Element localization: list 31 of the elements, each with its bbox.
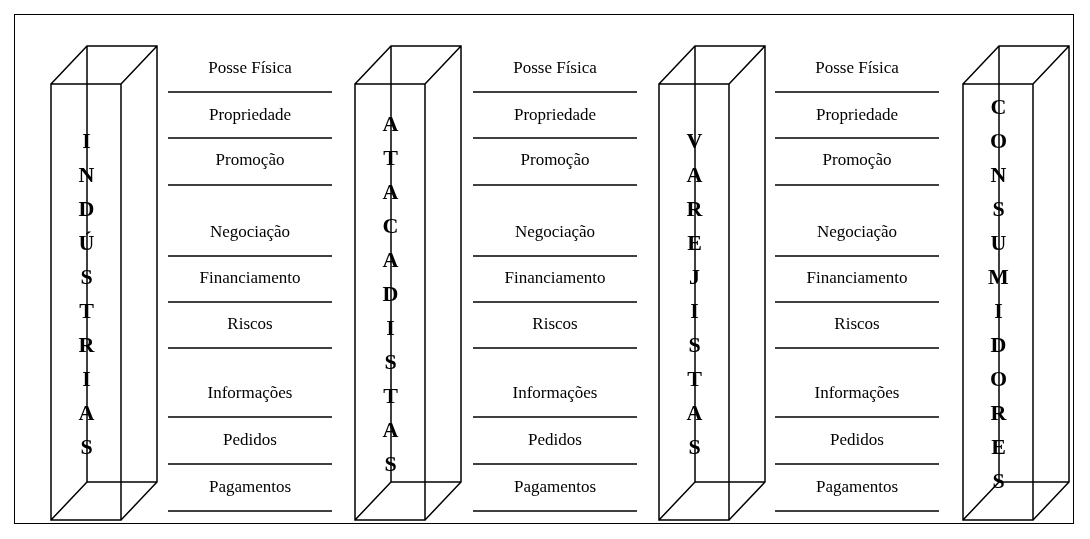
- flow-label: Posse Física: [815, 58, 899, 78]
- flow-label: Pagamentos: [208, 477, 292, 497]
- flow-label: Financiamento: [504, 268, 606, 288]
- flow-label: Riscos: [227, 314, 273, 334]
- flow-label: Pedidos: [528, 430, 582, 450]
- flow-label: Posse Física: [208, 58, 292, 78]
- flow-label: Financiamento: [806, 268, 908, 288]
- flow-label: Pedidos: [223, 430, 277, 450]
- flow-label: Propriedade: [208, 105, 292, 125]
- flow-label: Promoção: [822, 150, 892, 170]
- flow-label: Riscos: [532, 314, 578, 334]
- flow-label: Negociação: [209, 222, 291, 242]
- flow-label: Pagamentos: [513, 477, 597, 497]
- flow-label: Pedidos: [830, 430, 884, 450]
- flow-label: Propriedade: [513, 105, 597, 125]
- flow-label: Posse Física: [513, 58, 597, 78]
- flow-label: Propriedade: [815, 105, 899, 125]
- flow-label: Informações: [207, 383, 293, 403]
- flow-label: Negociação: [514, 222, 596, 242]
- flow-label: Promoção: [520, 150, 590, 170]
- column-title: INDÚSTRIAS: [75, 128, 97, 468]
- flow-label: Promoção: [215, 150, 285, 170]
- flow-label: Financiamento: [199, 268, 301, 288]
- flow-label: Pagamentos: [815, 477, 899, 497]
- flow-label: Informações: [814, 383, 900, 403]
- column-title: VAREJISTAS: [683, 128, 705, 468]
- column-title: CONSUMIDORES: [987, 94, 1009, 502]
- flow-label: Informações: [512, 383, 598, 403]
- flow-label: Negociação: [816, 222, 898, 242]
- column-title: ATACADISTAS: [379, 111, 401, 485]
- flow-label: Riscos: [834, 314, 880, 334]
